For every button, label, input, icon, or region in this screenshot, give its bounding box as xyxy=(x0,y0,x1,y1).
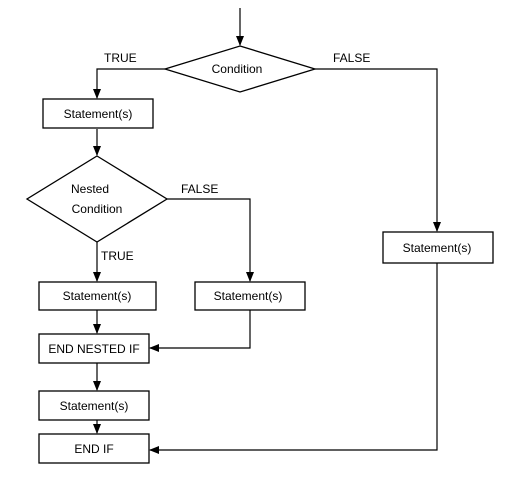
statement-box-nested-true xyxy=(38,281,157,311)
statement-box-nested-false-label: Statement(s) xyxy=(214,289,283,303)
end-nested-if-box xyxy=(38,333,150,364)
nested-condition-diamond xyxy=(25,155,169,243)
condition-false-label: FALSE xyxy=(333,51,370,65)
statement-box-right-label: Statement(s) xyxy=(403,241,472,255)
condition-false-arrow xyxy=(315,68,441,232)
statement-box-nested-false xyxy=(194,281,306,311)
statement-box-bottom xyxy=(38,390,150,421)
condition-diamond xyxy=(162,45,318,93)
end-if-box xyxy=(38,433,150,464)
nested-condition-label-line2: Condition xyxy=(72,202,123,216)
right-statement-to-end-if-arrow xyxy=(149,263,438,454)
nested-true-label: TRUE xyxy=(101,249,134,263)
condition-true-arrow xyxy=(93,68,165,99)
end-if-label: END IF xyxy=(74,442,113,456)
statement-box-nested-true-label: Statement(s) xyxy=(63,289,132,303)
statement-box-top xyxy=(42,98,154,129)
statement-box-bottom-label: Statement(s) xyxy=(60,399,129,413)
condition-true-label: TRUE xyxy=(104,51,137,65)
condition-label: Condition xyxy=(212,62,263,76)
false-statement-to-end-nested-arrow xyxy=(149,310,251,352)
nested-false-label: FALSE xyxy=(181,182,218,196)
nested-condition-label-line1: Nested xyxy=(71,182,109,196)
end-nested-if-label: END NESTED IF xyxy=(48,342,139,356)
statement-box-right xyxy=(382,231,494,264)
statement-box-top-label: Statement(s) xyxy=(64,107,133,121)
nested-false-arrow xyxy=(167,198,254,282)
